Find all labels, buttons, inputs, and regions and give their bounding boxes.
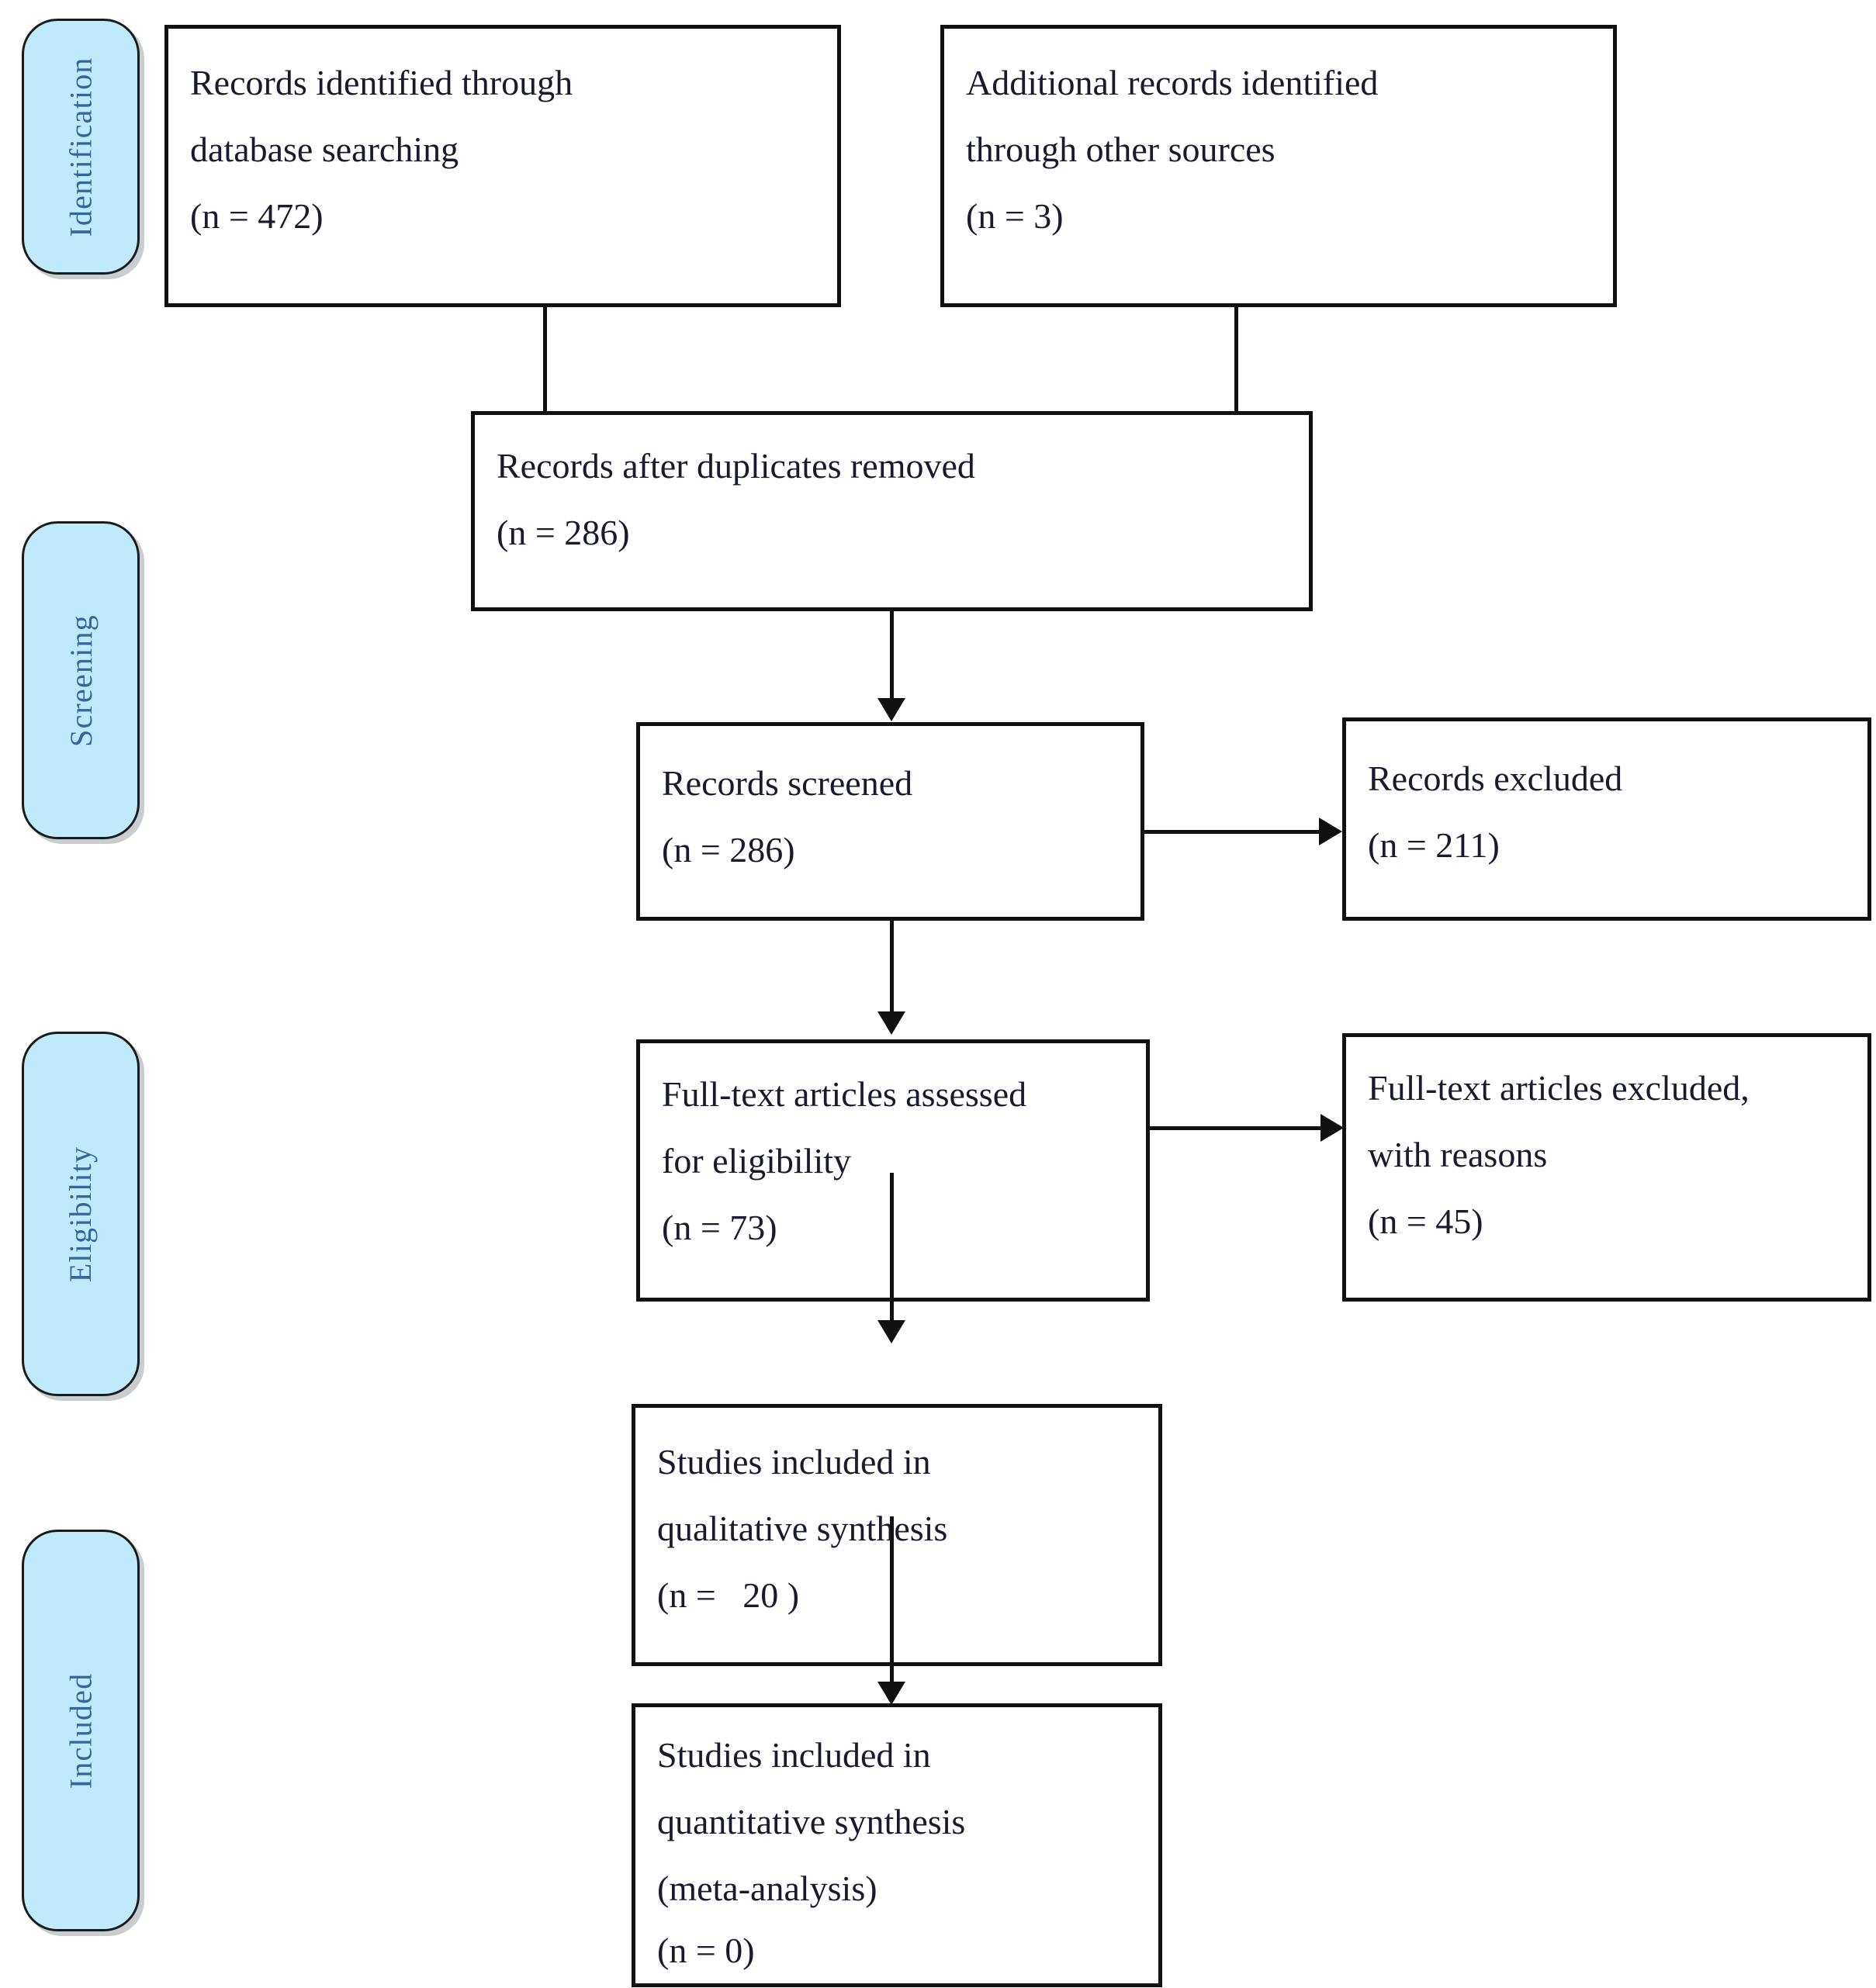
arrowhead-screened-to-fulltext <box>877 1011 905 1035</box>
box-records-identified-database: Records identified through database sear… <box>164 25 841 307</box>
stage-label-screening: Screening <box>63 614 99 747</box>
connector-screened-to-fulltext <box>890 921 894 1014</box>
box-line-1: Records identified through <box>190 63 573 102</box>
box-count: (n = 472) <box>190 196 324 236</box>
box-line-2: quantitative synthesis <box>657 1802 966 1841</box>
box-line-1: Records screened <box>662 763 913 803</box>
box-count: (n = 20 ) <box>657 1575 800 1615</box>
box-count: (n = 73) <box>662 1208 777 1247</box>
box-studies-quantitative-synthesis: Studies included in quantitative synthes… <box>632 1703 1162 1987</box>
arrowhead-duplicates-to-screened <box>877 698 905 721</box>
box-additional-records-other-sources: Additional records identified through ot… <box>940 25 1617 307</box>
box-line-2: with reasons <box>1368 1135 1548 1174</box>
box-count: (n = 45) <box>1368 1201 1483 1241</box>
connector-database-to-duplicates <box>543 306 547 414</box>
arrowhead-screened-to-excluded <box>1319 818 1342 845</box>
connector-fulltext-to-qualitative <box>890 1173 894 1325</box>
box-records-excluded: Records excluded (n = 211) <box>1342 717 1871 921</box>
box-line-1: Records excluded <box>1368 759 1623 798</box>
box-count: (n = 0) <box>657 1931 755 1970</box>
box-line-2: database searching <box>190 130 459 169</box>
stage-pill-screening: Screening <box>22 521 140 839</box>
stage-label-included: Included <box>63 1672 99 1789</box>
box-line-1: Records after duplicates removed <box>497 446 975 486</box>
stage-pill-included: Included <box>22 1530 140 1931</box>
connector-screened-to-excluded <box>1144 830 1320 834</box>
arrowhead-fulltext-to-qualitative <box>877 1320 905 1343</box>
connector-other-to-duplicates <box>1234 306 1238 414</box>
stage-pill-eligibility: Eligibility <box>22 1032 140 1396</box>
box-line-2: through other sources <box>966 130 1275 169</box>
box-line-1: Full-text articles assessed <box>662 1074 1027 1114</box>
stage-label-eligibility: Eligibility <box>63 1146 99 1282</box>
box-line-1: Studies included in <box>657 1735 931 1775</box>
box-line-1: Additional records identified <box>966 63 1379 102</box>
box-line-1: Full-text articles excluded, <box>1368 1068 1750 1108</box>
box-studies-qualitative-synthesis: Studies included in qualitative synthesi… <box>632 1404 1162 1666</box>
arrowhead-qualitative-to-quantitative <box>877 1682 905 1705</box>
connector-qualitative-to-quantitative <box>890 1516 894 1689</box>
box-count: (n = 3) <box>966 196 1064 236</box>
box-line-2: qualitative synthesis <box>657 1509 948 1548</box>
box-records-screened: Records screened (n = 286) <box>636 722 1144 921</box>
box-line-2: for eligibility <box>662 1141 852 1181</box>
connector-fulltext-to-excluded <box>1150 1126 1322 1130</box>
connector-duplicates-to-screened <box>890 610 894 701</box>
stage-label-identification: Identification <box>63 56 99 237</box>
arrowhead-fulltext-to-excluded <box>1320 1114 1344 1142</box>
box-count: (n = 211) <box>1368 825 1500 865</box>
box-line-3: (meta-analysis) <box>657 1869 877 1908</box>
box-count: (n = 286) <box>497 513 630 552</box>
box-line-1: Studies included in <box>657 1442 931 1481</box>
box-count: (n = 286) <box>662 830 795 870</box>
stage-pill-identification: Identification <box>22 19 140 275</box>
box-fulltext-excluded: Full-text articles excluded, with reason… <box>1342 1033 1871 1302</box>
box-records-after-duplicates: Records after duplicates removed (n = 28… <box>471 411 1313 611</box>
